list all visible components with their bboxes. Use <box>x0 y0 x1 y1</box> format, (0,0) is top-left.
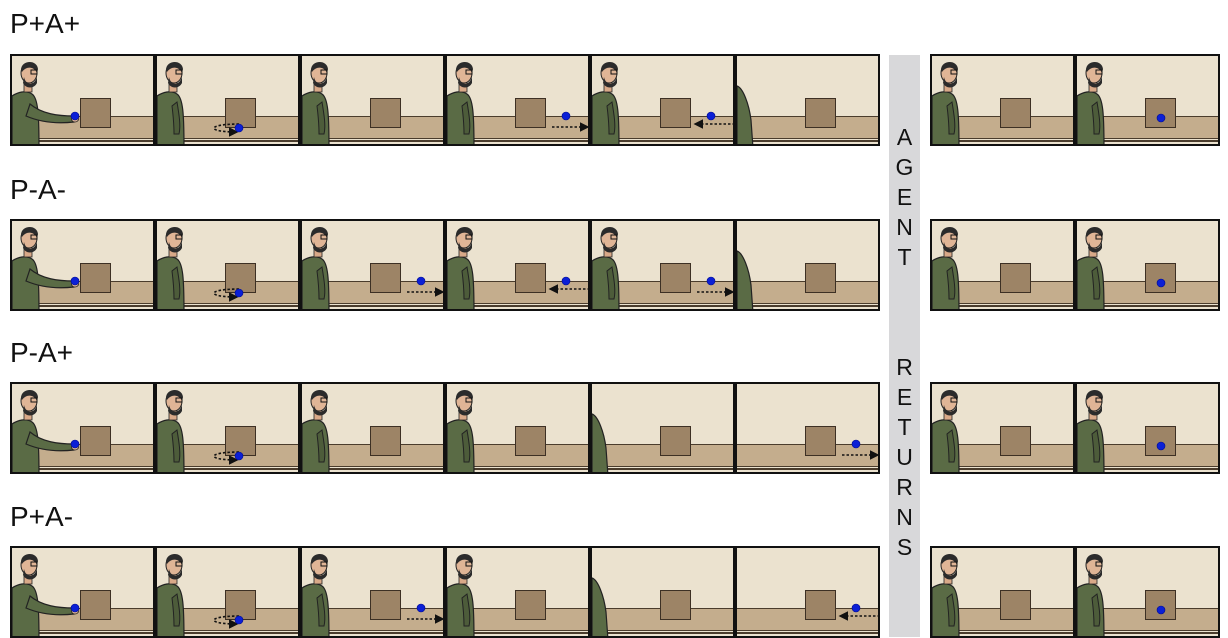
familiarization-panel <box>735 382 880 474</box>
familiarization-panel <box>10 382 155 474</box>
familiarization-panel <box>590 219 735 311</box>
scene-figure <box>932 384 1075 474</box>
familiarization-panel <box>10 219 155 311</box>
test-panel <box>930 546 1075 638</box>
scene-figure <box>447 384 590 474</box>
familiarization-panel <box>155 382 300 474</box>
scene-figure <box>932 548 1075 638</box>
scene-figure <box>1077 221 1220 311</box>
condition-label-p-minus-a-plus: P-A+ <box>10 339 73 367</box>
familiarization-panel <box>445 219 590 311</box>
divider-letter: N <box>889 506 920 529</box>
familiarization-panel <box>445 546 590 638</box>
scene-figure <box>12 548 155 638</box>
scene-figure <box>12 384 155 474</box>
familiarization-panel <box>445 54 590 146</box>
familiarization-panel <box>300 219 445 311</box>
divider-letter: R <box>889 476 920 499</box>
familiarization-panel <box>590 382 735 474</box>
scene-figure <box>447 56 590 146</box>
test-panel <box>930 382 1075 474</box>
scene-figure <box>1077 548 1220 638</box>
divider-letter: N <box>889 216 920 239</box>
scene-figure <box>737 384 880 474</box>
familiarization-panel <box>445 382 590 474</box>
scene-figure <box>592 56 735 146</box>
scene-figure <box>592 384 735 474</box>
familiarization-panel <box>735 54 880 146</box>
scene-figure <box>447 221 590 311</box>
familiarization-panel <box>155 546 300 638</box>
scene-figure <box>302 221 445 311</box>
divider-letter: T <box>889 246 920 269</box>
divider-letter: S <box>889 536 920 559</box>
familiarization-panel <box>300 546 445 638</box>
test-panel <box>930 219 1075 311</box>
familiarization-panel <box>590 54 735 146</box>
scene-figure <box>592 221 735 311</box>
scene-figure <box>737 56 880 146</box>
scene-figure <box>737 548 880 638</box>
divider-letter: T <box>889 416 920 439</box>
scene-figure <box>932 221 1075 311</box>
scene-figure <box>302 56 445 146</box>
scene-figure <box>157 384 300 474</box>
scene-figure <box>302 548 445 638</box>
scene-figure <box>447 548 590 638</box>
familiarization-panel <box>155 219 300 311</box>
divider-letter: E <box>889 386 920 409</box>
familiarization-panel <box>300 382 445 474</box>
scene-figure <box>1077 384 1220 474</box>
test-panel <box>1075 219 1220 311</box>
familiarization-panel <box>590 546 735 638</box>
test-panel <box>1075 54 1220 146</box>
scene-figure <box>1077 56 1220 146</box>
scene-figure <box>157 56 300 146</box>
condition-label-p-minus-a-minus: P-A- <box>10 176 66 204</box>
test-panel <box>930 54 1075 146</box>
scene-figure <box>12 56 155 146</box>
scene-figure <box>932 56 1075 146</box>
familiarization-panel <box>735 546 880 638</box>
test-panel <box>1075 546 1220 638</box>
divider-letter: G <box>889 156 920 179</box>
scene-figure <box>12 221 155 311</box>
divider-letter: R <box>889 356 920 379</box>
familiarization-panel <box>10 546 155 638</box>
divider-letter: E <box>889 186 920 209</box>
scene-figure <box>737 221 880 311</box>
scene-figure <box>302 384 445 474</box>
familiarization-panel <box>155 54 300 146</box>
scene-figure <box>157 548 300 638</box>
condition-label-p-plus-a-plus: P+A+ <box>10 10 80 38</box>
divider-letter: A <box>889 126 920 149</box>
divider-letter: U <box>889 446 920 469</box>
familiarization-panel <box>735 219 880 311</box>
scene-figure <box>592 548 735 638</box>
scene-figure <box>157 221 300 311</box>
condition-label-p-plus-a-minus: P+A- <box>10 503 73 531</box>
familiarization-panel <box>10 54 155 146</box>
familiarization-panel <box>300 54 445 146</box>
test-panel <box>1075 382 1220 474</box>
